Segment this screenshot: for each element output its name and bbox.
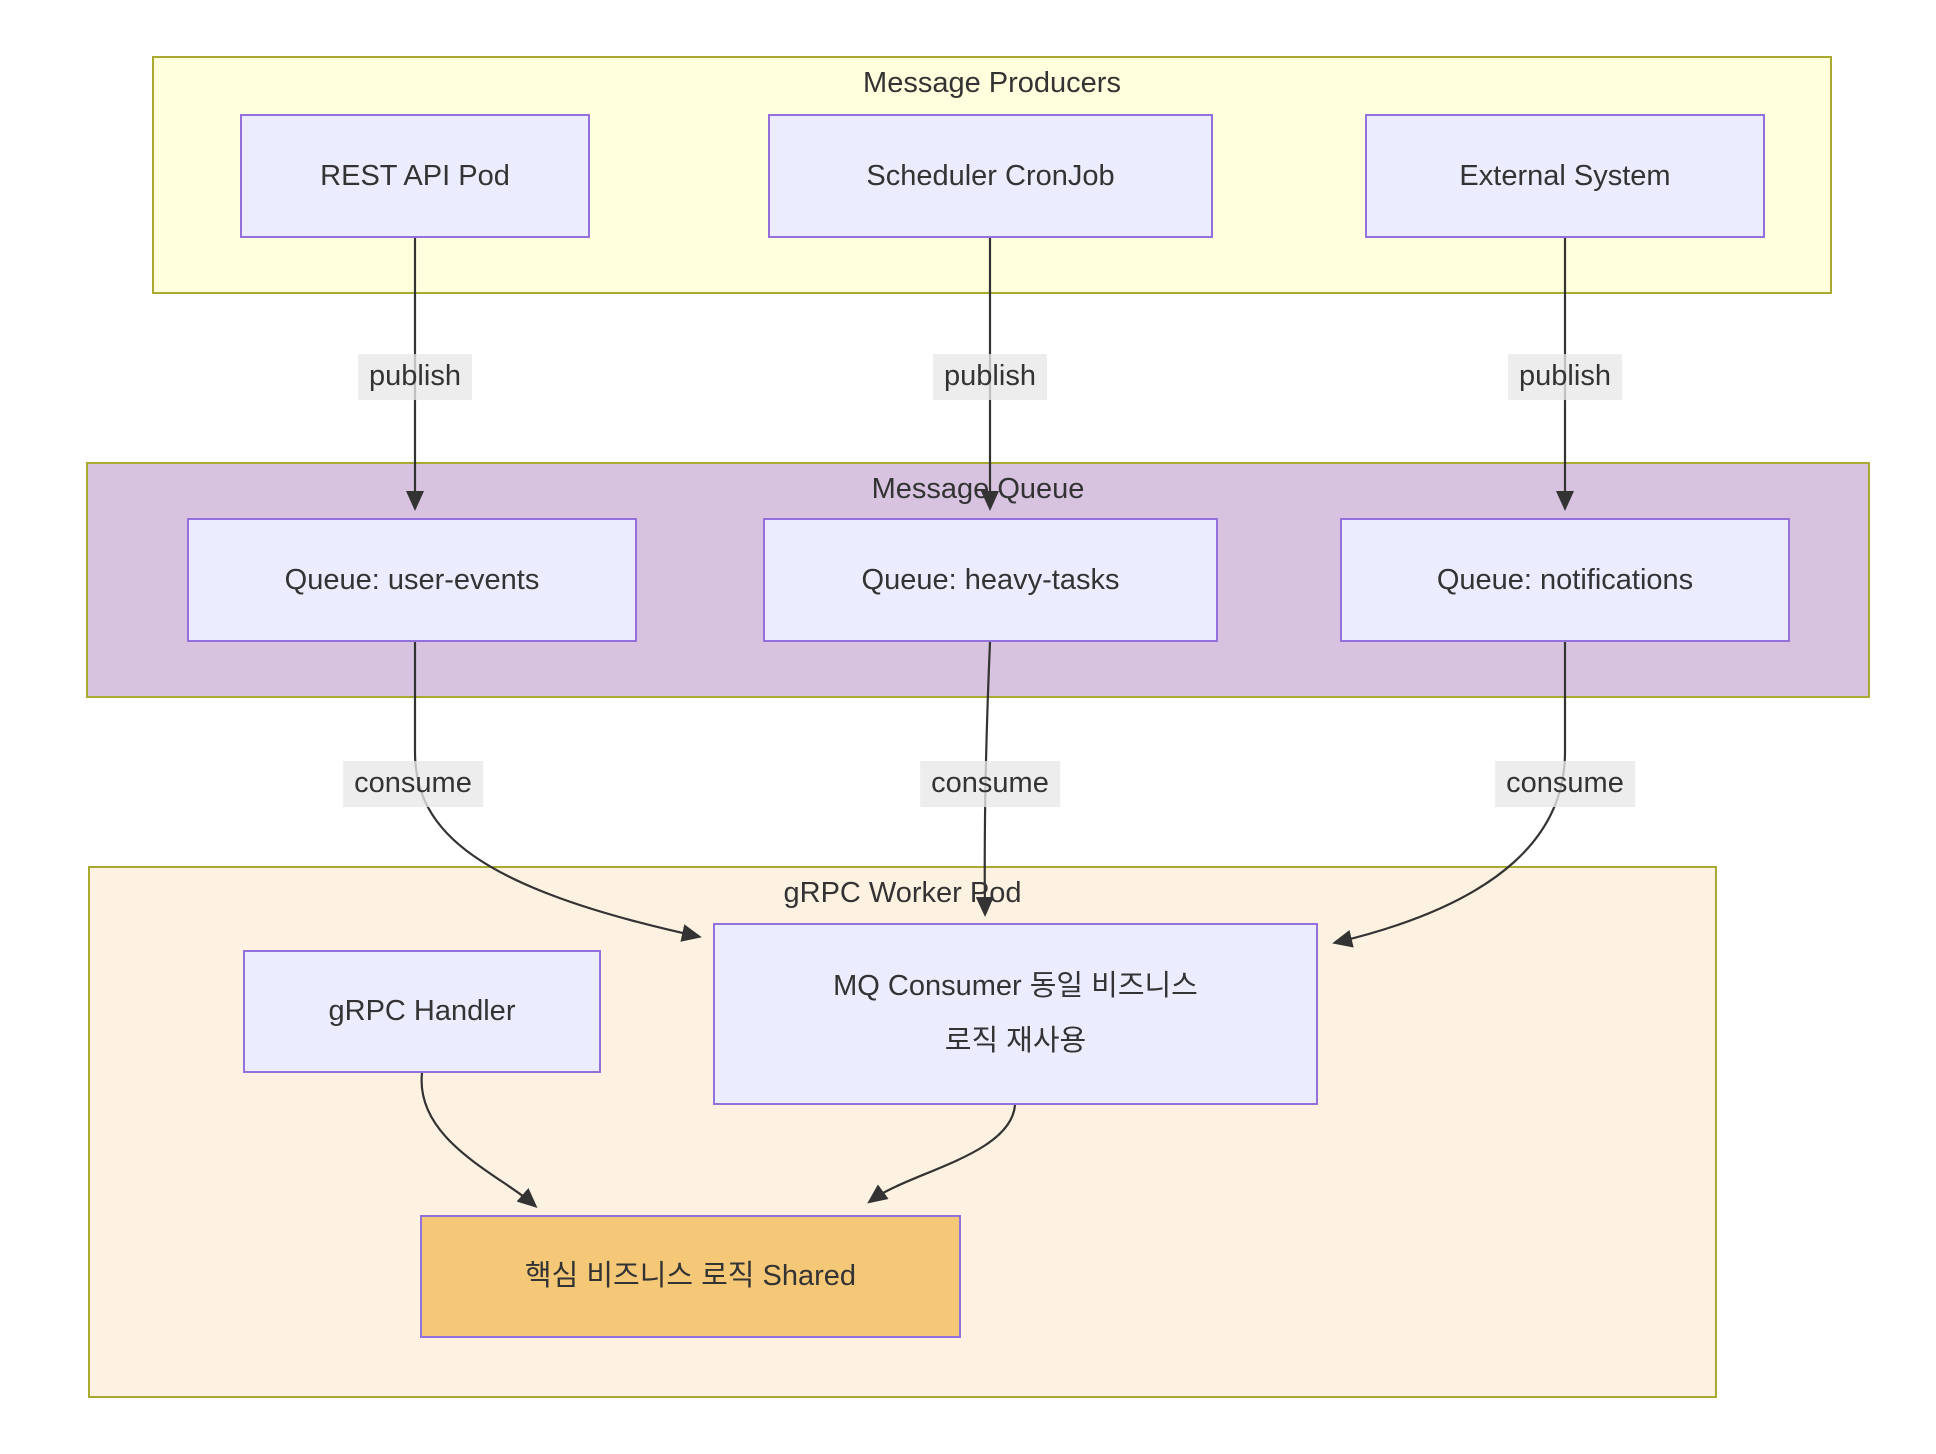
edge-label-publish-1: publish xyxy=(358,354,472,400)
node-scheduler-cronjob: Scheduler CronJob xyxy=(768,114,1213,238)
node-rest-api-pod: REST API Pod xyxy=(240,114,590,238)
container-message-queue-title: Message Queue xyxy=(871,473,1085,505)
node-mq-consumer-label-line2: 로직 재사용 xyxy=(944,1025,1087,1057)
edge-label-publish-2: publish xyxy=(933,354,1047,400)
node-queue-notifications-label: Queue: notifications xyxy=(1436,563,1694,596)
node-queue-heavy-tasks-label: Queue: heavy-tasks xyxy=(861,563,1120,596)
node-external-system: External System xyxy=(1365,114,1765,238)
edge-label-consume-2: consume xyxy=(920,761,1060,807)
node-grpc-handler-label: gRPC Handler xyxy=(328,995,516,1028)
node-queue-notifications: Queue: notifications xyxy=(1340,518,1790,642)
node-queue-user-events-label: Queue: user-events xyxy=(284,563,540,596)
node-scheduler-cronjob-label: Scheduler CronJob xyxy=(866,159,1115,192)
edge-label-consume-3: consume xyxy=(1495,761,1635,807)
node-mq-consumer: MQ Consumer 동일 비즈니스 로직 재사용 xyxy=(713,923,1318,1105)
container-grpc-worker-pod-title: gRPC Worker Pod xyxy=(783,877,1022,909)
node-grpc-handler: gRPC Handler xyxy=(243,950,601,1073)
node-shared-business-logic: 핵심 비즈니스 로직 Shared xyxy=(420,1215,961,1338)
node-queue-user-events: Queue: user-events xyxy=(187,518,637,642)
node-queue-heavy-tasks: Queue: heavy-tasks xyxy=(763,518,1218,642)
edge-label-consume-1: consume xyxy=(343,761,483,807)
node-shared-business-logic-label: 핵심 비즈니스 로직 Shared xyxy=(524,1260,857,1293)
node-mq-consumer-label-line1: MQ Consumer 동일 비즈니스 xyxy=(833,970,1198,1003)
node-external-system-label: External System xyxy=(1459,159,1671,192)
edge-label-publish-3: publish xyxy=(1508,354,1622,400)
node-rest-api-pod-label: REST API Pod xyxy=(320,159,510,192)
container-message-producers-title: Message Producers xyxy=(863,67,1121,99)
